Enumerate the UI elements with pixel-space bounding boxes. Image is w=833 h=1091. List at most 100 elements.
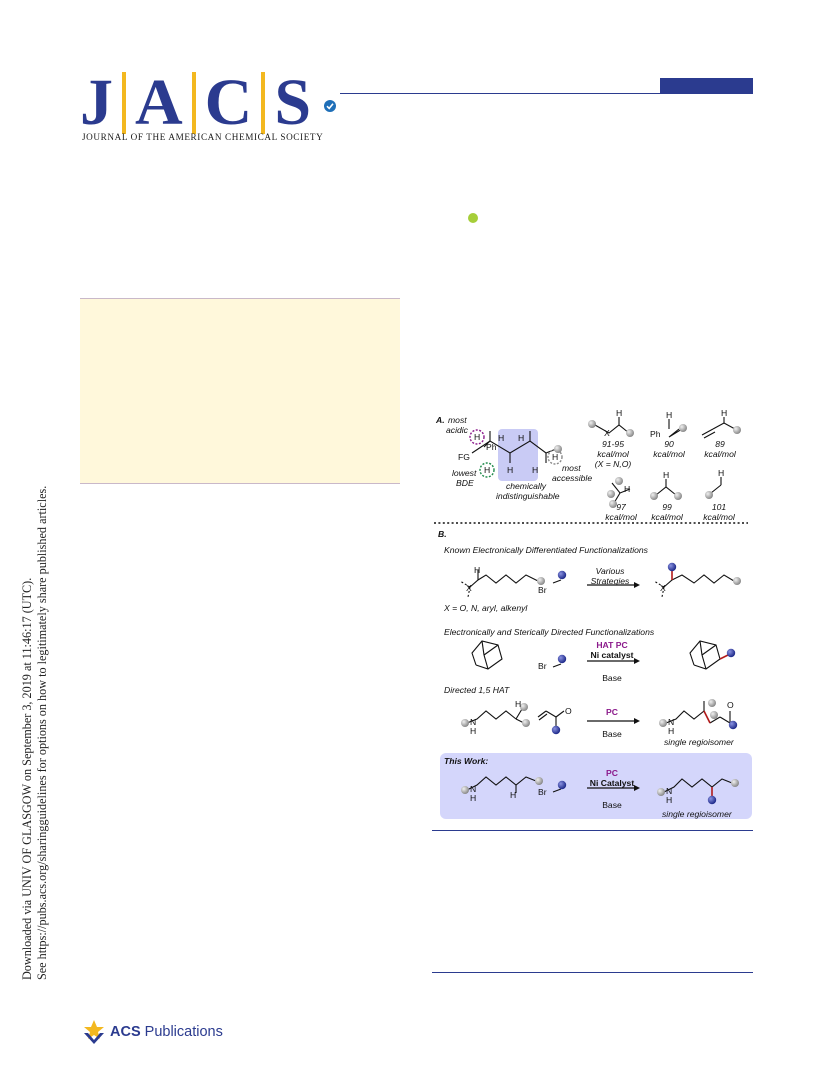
hat-pc-label: HAT PC [596,640,628,650]
most-accessible-label-2: accessible [552,473,593,483]
pc-label: PC [606,707,618,717]
lowest-bde-label-1: lowest [452,468,477,478]
bde-grey-spheres [554,420,741,508]
panel-b-label: B. [438,529,447,539]
this-work-box [440,753,752,819]
logo-divider [261,72,266,134]
arrowhead [634,785,640,791]
fg-group: FG [458,452,470,462]
hat-spheres [461,699,738,735]
ni-catalyst-label: Ni Catalyst [589,778,635,788]
arrowhead [634,718,640,724]
blue-sphere [557,654,567,664]
br-atom: Br [538,585,547,595]
base-label: Base [602,800,622,810]
h-atom: H [666,410,673,420]
h-atom: H [510,790,517,800]
logo-divider [191,72,196,134]
bde-value: 99 [662,502,672,512]
most-acidic-label-1: most [448,415,467,425]
checkmark-icon [324,100,336,112]
b-row1-spheres [537,562,741,585]
h-atom: H [532,465,539,475]
most-acidic-h-marker [469,429,485,445]
h-atom: H [470,726,477,736]
base-label: Base [602,673,622,683]
bde-value: 101 [711,502,727,512]
header-rule [340,93,753,94]
section-known-functionalizations: Known Electronically Differentiated Func… [444,545,648,555]
download-notice: Downloaded via UNIV OF GLASGOW on Septem… [20,486,50,980]
bde-unit: kcal/mol [703,512,735,522]
b-row1-structures [459,570,735,598]
h-atom: H [518,433,525,443]
h-atom: H [507,465,514,475]
x-atom: X [604,428,610,438]
h-atom: H [498,433,505,443]
single-regioisomer-label: single regioisomer [664,737,734,747]
h-atom: H [721,408,728,418]
bde-value: 89 [715,439,725,449]
h-atom: H [474,432,481,442]
h-atom: H [515,699,522,709]
various-strategies-1: Various [595,566,625,576]
bde-unit: kcal/mol [651,512,683,522]
h-atom: H [663,470,670,480]
download-notice-line1: Downloaded via UNIV OF GLASGOW on Septem… [20,577,34,980]
most-acidic-label-2: acidic [446,425,468,435]
abstract-box [80,298,400,484]
h-atom: H [470,793,477,803]
br-atom: Br [538,661,547,671]
n-atom: N [666,786,673,796]
bde-unit: kcal/mol [605,512,637,522]
header-block [660,78,753,94]
bde-value: 90 [664,439,674,449]
bde-unit: kcal/mol [704,449,736,459]
bde-value: 91-95 [602,439,624,449]
panel-a-label: A. [436,415,445,425]
this-work-structures [466,776,733,797]
ni-catalyst-label: Ni catalyst [590,650,634,660]
bde-unit: kcal/mol [653,449,685,459]
blue-sphere [726,648,736,658]
logo-letter-a: A [135,66,183,139]
section-directed-hat: Directed 1,5 HAT [444,685,510,695]
various-strategies-2: Strategies [590,576,630,586]
jacs-logo: J A C S JOURNAL OF THE AMERICAN CHEMICAL… [80,70,340,150]
section-rule [432,830,753,831]
chemically-indistinguishable-label-2: indistinguishable [496,491,560,501]
arrowhead [634,582,640,588]
download-notice-line2[interactable]: See https://pubs.acs.org/sharingguidelin… [35,485,49,980]
base-label: Base [602,729,622,739]
bde-value: 97 [616,502,626,512]
h-atom: H [552,452,559,462]
chemically-indistinguishable-label-1: chemically [505,481,547,491]
n-atom: N [470,784,477,794]
o-atom: O [727,700,734,710]
hat-structures [466,701,731,727]
logo-letter-j: J [80,66,113,139]
lowest-bde-h-marker [479,462,495,478]
logo-divider [122,72,126,134]
this-work-spheres [461,777,739,805]
acs-wordmark-bold: ACS [110,1024,141,1040]
h-atom: H [668,726,675,736]
h-atom: H [474,565,481,575]
bde-note: (X = N,O) [594,459,632,469]
section-rule [432,972,753,973]
n-atom: N [470,717,477,727]
x-atom: X [466,583,472,593]
br-atom: Br [538,787,547,797]
logo-letter-c: C [204,66,253,139]
h-atom: H [484,465,491,475]
h-atom: H [718,468,725,478]
n-atom: N [668,717,675,727]
orcid-icon[interactable] [468,213,478,223]
x-definition: X = O, N, aryl, alkenyl [444,603,528,613]
acs-publications-wordmark: ACS Publications [110,1024,223,1040]
ph-group: Ph [486,442,497,452]
norbornane-structures [471,640,729,670]
ph-group: Ph [650,429,661,439]
most-accessible-label-1: most [562,463,581,473]
acs-emblem-icon [84,1020,104,1044]
